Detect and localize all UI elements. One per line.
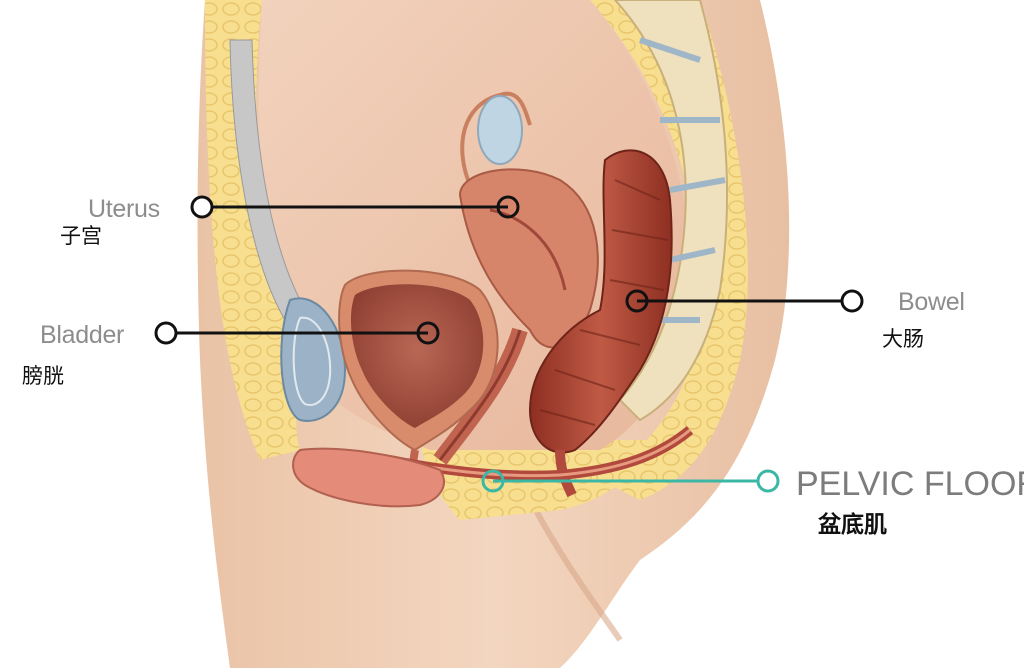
label-bowel: Bowel — [898, 288, 965, 316]
label-bowel-cn: 大肠 — [882, 327, 924, 351]
pointer-pelvic-floor — [481, 469, 780, 493]
ovary — [460, 91, 532, 186]
label-uterus-cn: 子宫 — [60, 224, 102, 248]
label-bladder: Bladder — [40, 321, 125, 349]
pointer-bladder — [154, 321, 440, 345]
pointer-bowel — [625, 289, 864, 313]
label-pelvic-floor: PELVIC FLOOR — [796, 465, 1024, 503]
spine — [613, 0, 729, 422]
perineum — [292, 447, 445, 508]
label-bladder-cn: 膀胱 — [22, 364, 64, 388]
bladder-organ — [338, 269, 499, 492]
label-uterus: Uterus — [88, 195, 160, 223]
label-pelvic-floor-cn: 盆底肌 — [818, 512, 887, 538]
pointer-uterus — [190, 195, 520, 219]
uterus-organ — [433, 168, 599, 465]
